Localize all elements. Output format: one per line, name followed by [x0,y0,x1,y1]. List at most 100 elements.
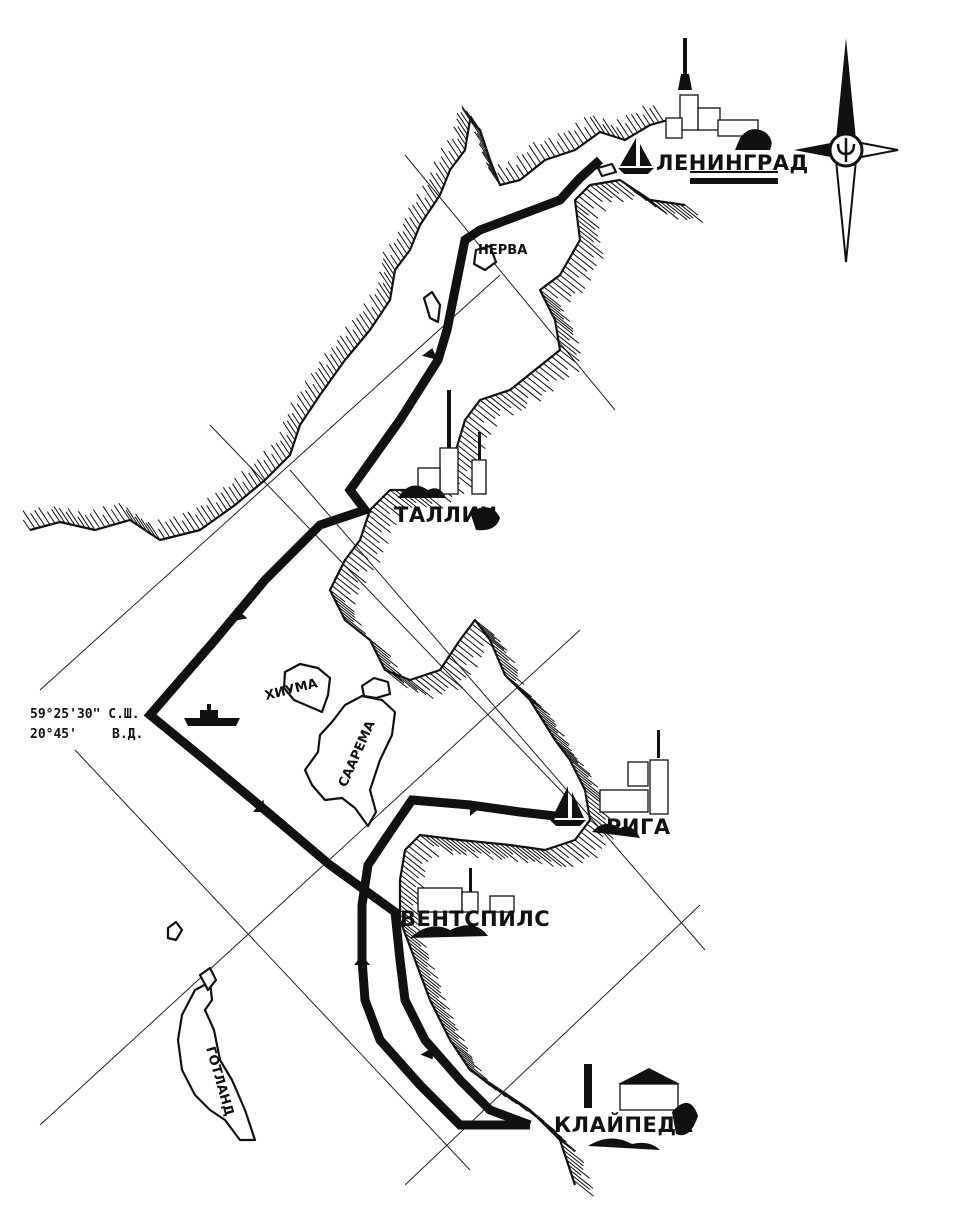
coast-hatch-line [196,507,209,525]
coast-hatch-line [602,123,611,136]
coast-hatch-line [488,163,497,176]
coast-hatch-line [566,755,591,775]
coast-hatch-line [540,1120,563,1139]
coast-hatch-line [515,685,537,703]
coast-hatch-line [464,419,488,438]
coast-hatch-line [534,848,552,862]
coast-hatch-line [461,107,471,121]
coast-hatch-line [630,114,643,131]
coast-hatch-line [361,534,384,553]
coast-hatch-line [456,112,469,131]
coast-hatch-line [409,217,419,231]
coast-hatch-line [310,373,324,392]
coast-hatch-line [206,497,220,517]
coast-hatch-line [584,126,593,139]
coast-hatch-line [654,200,679,220]
coast-hatch-line [447,1035,469,1052]
coast-hatch-line [674,203,694,219]
coast-hatch-line [433,161,447,181]
coast-hatch-line [471,623,487,636]
coast-hatch-line [452,1043,474,1061]
coast-hatch-line [457,126,468,141]
coast-hatch-line [470,411,485,423]
coast-hatch-line [440,147,454,167]
coast-hatch-line [460,112,470,126]
coast-hatch-line [220,492,232,509]
coast-hatch-line [181,520,191,533]
coast-hatch-line [625,122,634,136]
coast-hatch-line [494,843,519,863]
coast-hatch-line [470,115,481,131]
coast-hatch-line [564,1154,584,1170]
coast-hatch-line [102,505,116,525]
ship-icon [184,704,240,726]
coast-hatch-line [147,521,161,541]
coast-hatch-line [340,611,354,623]
coast-hatch-line [556,329,570,341]
coast-hatch-line [549,847,574,868]
coast-hatch-line [426,990,451,1010]
coast-hatch-line [315,371,327,388]
coast-hatch-line [577,219,598,237]
coast-hatch-line [394,489,419,509]
coast-hatch-line [399,909,421,927]
coast-hatch-line [489,639,507,654]
coast-hatch-line [373,648,398,668]
small-islet [166,162,618,942]
coast-hatch-line [263,450,277,470]
coast-hatch-line [318,361,332,380]
coast-hatch-line [535,708,557,726]
city-label-riga: РИГА [606,815,671,839]
coast-hatch-line [559,349,576,363]
coast-hatch-line [399,899,424,919]
coast-hatch-line [594,183,613,199]
coast-hatch-line [526,152,538,167]
coast-hatch-line [481,151,495,171]
coast-hatch-line [407,941,430,960]
coast-hatch-line [557,334,581,354]
coast-hatch-line [402,223,415,241]
coast-hatch-line [469,840,494,860]
coast-hatch-line [476,132,486,146]
coast-hatch-line [371,306,380,318]
direction-arrow-icon [470,800,480,816]
coast-hatch-line [412,842,433,859]
coast-hatch-line [505,167,516,182]
coast-hatch-line [359,314,371,331]
coast-hatch-line [546,726,570,746]
coast-hatch-line [279,431,293,451]
coast-hatch-line [336,576,359,595]
coast-hatch-line [379,271,393,291]
coast-hatch-line [504,844,529,864]
coast-hatch-line [610,124,621,139]
coast-hatch-line [195,514,205,528]
coast-hatch-line [409,946,428,961]
coast-hatch-line [544,849,567,868]
graticule [39,154,706,1186]
coast-hatch-line [403,854,426,873]
coast-hatch-line [619,179,640,196]
coast-hatch-line [416,193,430,213]
coast-hatch-line [544,140,556,157]
coast-hatch-line [574,248,597,267]
coast-hatch-line [560,747,584,767]
coast-hatch-line [34,510,46,527]
coast-hatch-line [445,661,467,678]
coast-hatch-line [540,717,565,737]
coast-hatch-line [515,164,525,177]
coast-hatch-line [380,661,401,678]
coast-hatch-line [557,743,578,760]
coast-hatch-line [382,496,403,512]
coast-hatch-line [256,459,270,477]
northern-coastline [22,105,669,542]
coast-hatch-line [304,380,318,400]
coast-hatch-line [463,1061,488,1081]
coast-hatch-line [462,635,485,653]
coast-hatch-line [497,172,506,185]
coast-hatch-line [461,1056,475,1068]
coast-hatch-line [22,510,36,529]
coast-hatch-line [424,197,432,209]
coast-hatch-line [444,837,467,856]
coast-hatch-line [534,369,550,382]
